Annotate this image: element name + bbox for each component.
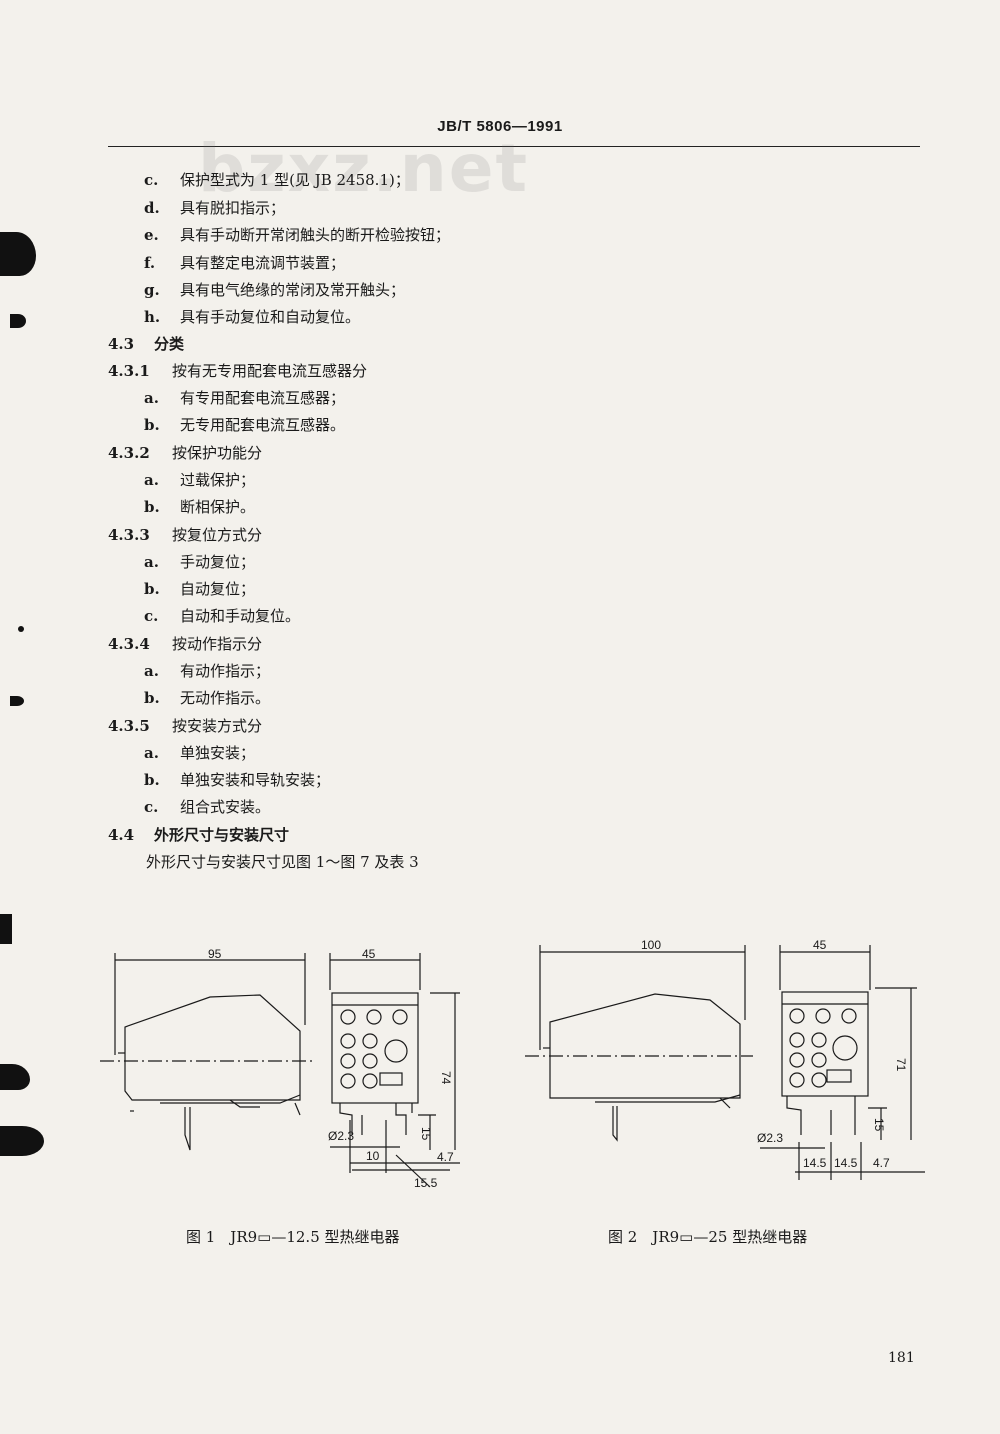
figure-1-pin-label: 15 bbox=[419, 1127, 433, 1141]
list-item: e.具有手动断开常闭触头的断开检验按钮； bbox=[144, 226, 451, 244]
figure-1-height-label: 74 bbox=[439, 1071, 453, 1085]
list-item: a.单独安装； bbox=[144, 744, 256, 762]
figure-1-hole-label: Ø2.3 bbox=[328, 1129, 354, 1143]
figure-2-depth-label: 45 bbox=[813, 938, 827, 952]
list-item: b.无动作指示。 bbox=[144, 689, 271, 707]
scan-blot bbox=[0, 232, 36, 276]
scan-blot bbox=[10, 314, 26, 328]
figure-1-pitch-label: 10 bbox=[366, 1149, 380, 1163]
figure-1-depth-label: 45 bbox=[362, 947, 376, 961]
watermark: bzxz.net bbox=[198, 130, 530, 207]
figure-1-drawing: 95 45 74 Ø2.3 15 10 4.7 15.5 bbox=[100, 935, 480, 1195]
figure-2-height-label: 71 bbox=[894, 1058, 908, 1072]
scan-blot bbox=[0, 914, 12, 944]
figure-2-caption: 图 2 JR9▭—25 型热继电器 bbox=[608, 1228, 808, 1246]
list-item: b.无专用配套电流互感器。 bbox=[144, 416, 346, 434]
figure-2-hole-label: Ø2.3 bbox=[757, 1131, 783, 1145]
list-item: h.具有手动复位和自动复位。 bbox=[144, 308, 361, 326]
figure-1-offset-label: 4.7 bbox=[437, 1150, 454, 1164]
figure-2-width-label: 100 bbox=[641, 938, 661, 952]
figure-2-drawing: 100 45 71 Ø2.3 15 14.5 14.5 4.7 bbox=[525, 930, 940, 1180]
header-rule bbox=[108, 146, 920, 147]
scan-blot bbox=[0, 1064, 30, 1090]
list-item: g.具有电气绝缘的常闭及常开触头； bbox=[144, 281, 406, 299]
figure-2-pin-label: 15 bbox=[872, 1118, 886, 1132]
figure-2-pitch-b-label: 14.5 bbox=[834, 1156, 858, 1170]
figure-2-pitch-a-label: 14.5 bbox=[803, 1156, 827, 1170]
list-item: c.组合式安装。 bbox=[144, 798, 271, 816]
paragraph: 外形尺寸与安装尺寸见图 1～图 7 及表 3 bbox=[146, 853, 419, 871]
list-item: b.断相保护。 bbox=[144, 498, 256, 516]
figure-2-offset-label: 4.7 bbox=[873, 1156, 890, 1170]
scan-blot bbox=[10, 696, 24, 706]
list-item: d.具有脱扣指示； bbox=[144, 199, 286, 217]
list-item: c.保护型式为 1 型(见 JB 2458.1)； bbox=[144, 171, 410, 189]
scan-blot bbox=[0, 1126, 44, 1156]
figure-1-span-label: 15.5 bbox=[414, 1176, 438, 1190]
list-item: a.手动复位； bbox=[144, 553, 256, 571]
list-item: b.单独安装和导轨安装； bbox=[144, 771, 331, 789]
figure-1-caption: 图 1 JR9▭—12.5 型热继电器 bbox=[186, 1228, 400, 1246]
list-item: a.有动作指示； bbox=[144, 662, 271, 680]
scan-blot bbox=[18, 626, 24, 632]
list-item: b.自动复位； bbox=[144, 580, 256, 598]
list-item: f.具有整定电流调节装置； bbox=[144, 254, 346, 272]
list-item: c.自动和手动复位。 bbox=[144, 607, 301, 625]
figure-1-width-label: 95 bbox=[208, 947, 222, 961]
document-code-header: JB/T 5806—1991 bbox=[437, 118, 563, 135]
page-number: 181 bbox=[888, 1350, 915, 1366]
list-item: a.过载保护； bbox=[144, 471, 256, 489]
list-item: a.有专用配套电流互感器； bbox=[144, 389, 346, 407]
